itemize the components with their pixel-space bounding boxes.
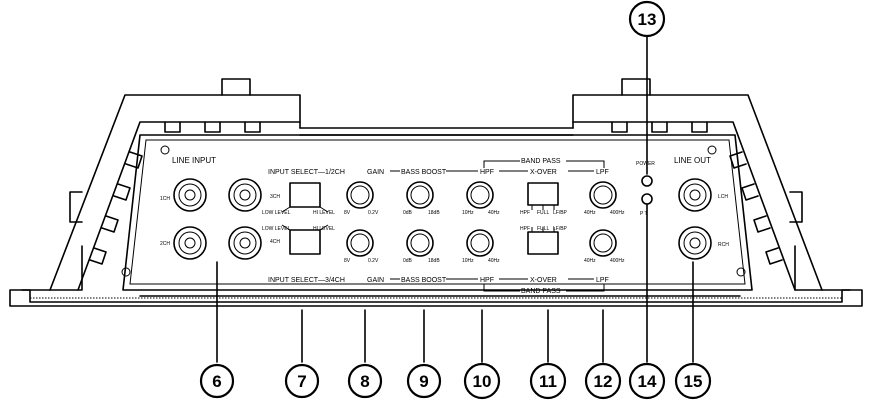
svg-text:13: 13 (638, 10, 657, 29)
callout-11: 11 (529, 362, 567, 400)
rch-label: RCH (718, 242, 729, 248)
rca-jack-rch (678, 226, 712, 260)
input-select-switch-3-4ch[interactable] (289, 229, 321, 255)
svg-text:11: 11 (539, 372, 557, 391)
gain-min-bottom: 8V (344, 258, 351, 264)
bass-max-bottom: 18dB (428, 258, 440, 264)
callout-leaders (216, 34, 694, 363)
callout-12: 12 (584, 362, 622, 400)
rca-jack-3ch (228, 178, 262, 212)
line-input-section: LINE INPUT 1CH 2CH (160, 156, 262, 260)
hpf-knob-bottom[interactable] (466, 229, 494, 257)
hpf-top-label: HPF (480, 169, 494, 176)
bass-boost-knob-top[interactable] (406, 181, 434, 209)
rca-jack-2ch (173, 226, 207, 260)
rca-jack-4ch (228, 226, 262, 260)
svg-text:7: 7 (297, 372, 306, 391)
rca-jack-lch (678, 178, 712, 212)
gain-min-top: 8V (344, 210, 351, 216)
callout-15: 15 (674, 362, 712, 400)
callout-6: 6 (199, 363, 235, 399)
band-pass-bottom-label: BAND PASS (521, 288, 561, 295)
rca-jack-1ch (173, 178, 207, 212)
x-over-top-label: X-OVER (530, 169, 557, 176)
lpf-bottom-label: LPF (596, 277, 609, 284)
x-over-top-opt-lfbp: LF/BP (553, 210, 568, 216)
ch3-label: 3CH (270, 194, 280, 200)
callout-13: 13 (628, 0, 666, 38)
lpf-max-bottom: 400Hz (610, 258, 625, 264)
low-level-bottom-label: LOW LEVEL (262, 226, 291, 232)
band-pass-top-label: BAND PASS (521, 158, 561, 165)
hi-level-bottom-label: HI LEVEL (313, 226, 335, 232)
gain-max-bottom: 0.2V (368, 258, 379, 264)
hpf-knob-top[interactable] (466, 181, 494, 209)
power-label: POWER (636, 161, 655, 167)
hpf-max-top: 40Hz (488, 210, 500, 216)
line-out-section: LINE OUT LCH RCH (674, 156, 729, 260)
svg-text:8: 8 (360, 372, 369, 391)
low-level-top-label: LOW LEVEL (262, 210, 291, 216)
amplifier-chassis (9, 78, 863, 307)
bass-min-top: 0dB (403, 210, 413, 216)
protect-led-icon (641, 193, 653, 205)
input-select-bottom-label: INPUT SELECT—3/4CH (268, 277, 345, 284)
lpf-min-top: 40Hz (584, 210, 596, 216)
gain-bottom-label: GAIN (367, 277, 384, 284)
hpf-min-bottom: 10Hz (462, 258, 474, 264)
lpf-knob-bottom[interactable] (589, 229, 617, 257)
input-select-top-label: INPUT SELECT—1/2CH (268, 169, 345, 176)
hpf-max-bottom: 40Hz (488, 258, 500, 264)
hpf-min-top: 10Hz (462, 210, 474, 216)
lch-label: LCH (718, 194, 728, 200)
callout-9: 9 (406, 363, 442, 399)
pt-label: P T (640, 211, 648, 217)
gain-knob-bottom[interactable] (346, 229, 374, 257)
input-select-switch-1-2ch[interactable] (289, 182, 321, 208)
line-input-label: LINE INPUT (172, 156, 216, 165)
bass-max-top: 18dB (428, 210, 440, 216)
bass-boost-bottom-label: BASS BOOST (401, 277, 447, 284)
gain-top-label: GAIN (367, 169, 384, 176)
ch1-label: 1CH (160, 196, 170, 202)
hi-level-top-label: HI LEVEL (313, 210, 335, 216)
input-select-section: INPUT SELECT—1/2CH INPUT SELECT—3/4CH 3C… (262, 169, 345, 284)
ch4-label: 4CH (270, 239, 280, 245)
bass-boost-top-label: BASS BOOST (401, 169, 447, 176)
line-out-label: LINE OUT (674, 156, 711, 165)
svg-text:10: 10 (473, 372, 492, 391)
x-over-top-opt-hpf: HPF (520, 210, 530, 216)
x-over-bottom-opt-full: FULL (537, 226, 549, 232)
lpf-min-bottom: 40Hz (584, 258, 596, 264)
power-led-icon (641, 175, 653, 187)
x-over-bottom-opt-hpf: HPF (520, 226, 530, 232)
ch2-label: 2CH (160, 241, 170, 247)
lpf-max-top: 400Hz (610, 210, 625, 216)
svg-text:6: 6 (212, 372, 221, 391)
callout-7: 7 (284, 363, 320, 399)
bass-min-bottom: 0dB (403, 258, 413, 264)
hpf-bottom-label: HPF (480, 277, 494, 284)
lpf-top-label: LPF (596, 169, 609, 176)
svg-text:14: 14 (638, 372, 657, 391)
gain-max-top: 0.2V (368, 210, 379, 216)
lpf-knob-top[interactable] (589, 181, 617, 209)
svg-text:12: 12 (594, 372, 613, 391)
x-over-bottom-label: X-OVER (530, 277, 557, 284)
x-over-switch-bottom[interactable] (527, 231, 559, 255)
callout-14: 14 (628, 362, 666, 400)
bass-boost-knob-bottom[interactable] (406, 229, 434, 257)
callout-10: 10 (463, 362, 501, 400)
callout-8: 8 (347, 363, 383, 399)
x-over-bottom-opt-lfbp: LF/BP (553, 226, 568, 232)
x-over-top-opt-full: FULL (537, 210, 549, 216)
svg-text:9: 9 (419, 372, 428, 391)
x-over-switch-top[interactable] (527, 182, 559, 206)
gain-knob-top[interactable] (346, 181, 374, 209)
svg-text:15: 15 (684, 372, 703, 391)
